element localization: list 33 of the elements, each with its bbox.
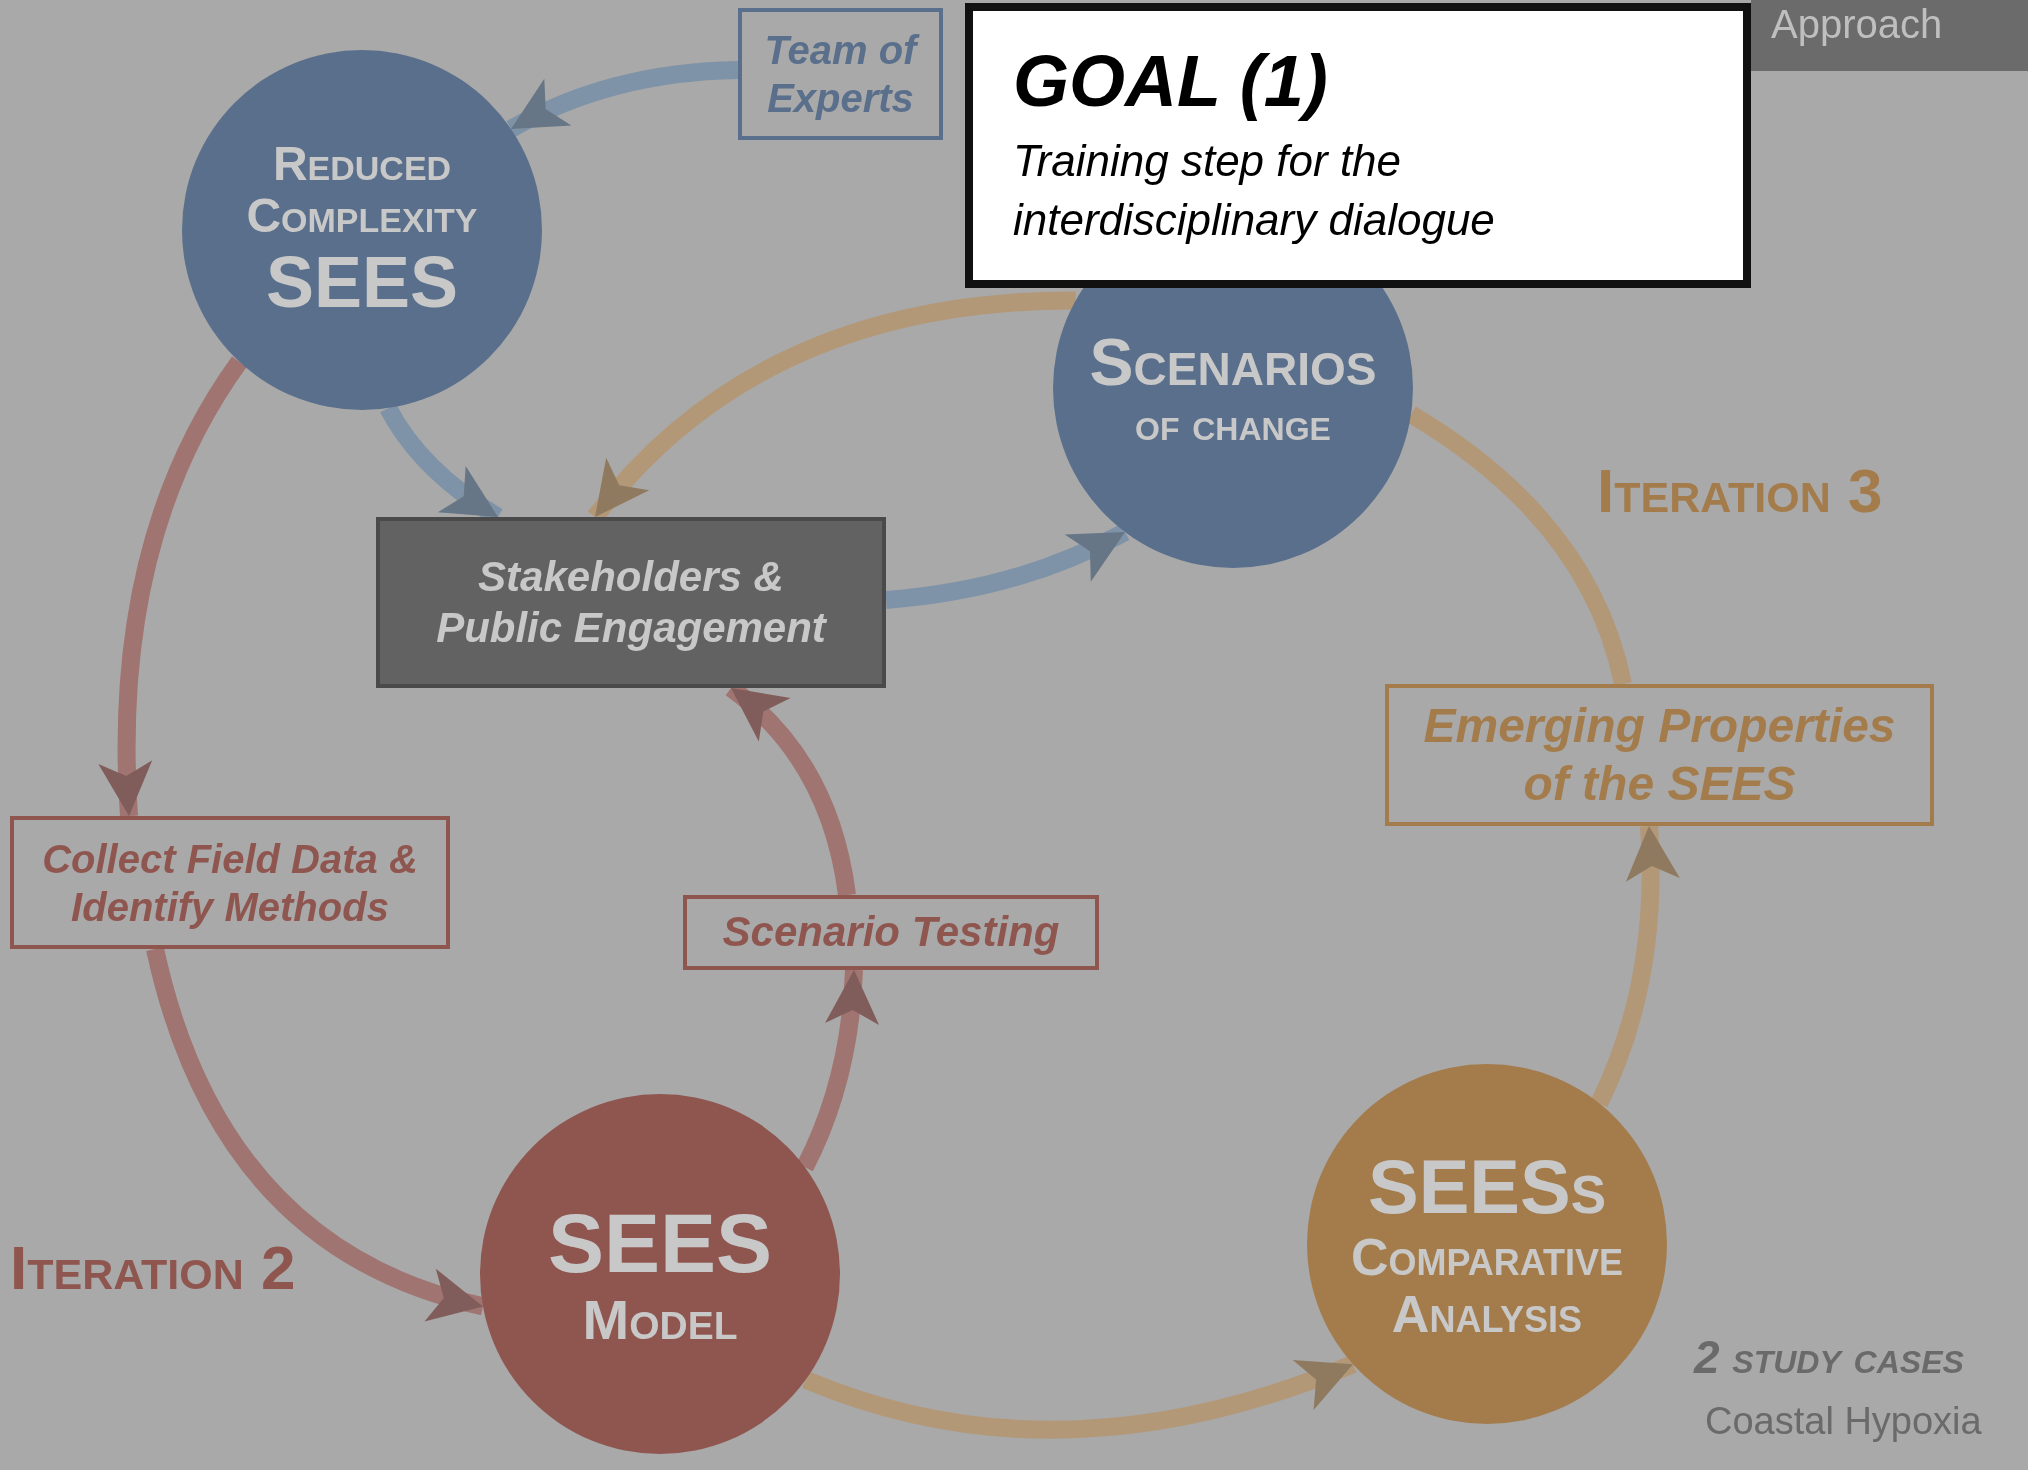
box-label: Emerging Properties of the SEES [1422, 698, 1897, 812]
label-box [1385, 684, 1934, 826]
stage-title: SEES [265, 243, 459, 323]
stage-title: SEESs [1367, 1145, 1607, 1229]
goal-description: Training step for the interdisciplinary dialogue [1013, 134, 1496, 247]
engagement-box [376, 517, 886, 688]
cycle-arrow [1591, 825, 1679, 1108]
stage-title: of change [1135, 399, 1331, 450]
label-box [738, 8, 943, 140]
iteration-label: Iteration 2 [10, 1232, 296, 1303]
box-label: Stakeholders & Public Engagement [435, 552, 828, 653]
goal-dialog [965, 3, 1751, 288]
label-box [683, 895, 1099, 970]
cycle-arrow [796, 969, 879, 1172]
iteration-label: Iteration 3 [1597, 455, 1883, 526]
case-label: Coastal Hypoxia [1705, 1400, 1982, 1443]
cycle-arrow [99, 356, 247, 817]
box-label: Scenario Testing [722, 907, 1060, 958]
stage-title: SEES [547, 1197, 773, 1290]
study-cases-label: 2 study cases [1694, 1330, 1964, 1384]
stage-title: Model [582, 1289, 738, 1351]
box-label: Collect Field Data & Identify Methods [41, 835, 419, 931]
section-tab [1751, 0, 2028, 71]
goal-heading: GOAL (1) [1013, 41, 1328, 121]
cycle-arrow [506, 61, 739, 137]
box-label: Team of Experts [754, 26, 927, 122]
cycle-arrow [885, 524, 1130, 609]
stage-title: Reduced Complexity [245, 137, 479, 244]
tab-label: Approach [1771, 4, 1943, 44]
label-box [10, 816, 450, 949]
stage-title: Scenarios [1089, 326, 1377, 399]
stage-title: Comparative Analysis [1349, 1228, 1625, 1343]
cycle-arrow [802, 1355, 1357, 1439]
